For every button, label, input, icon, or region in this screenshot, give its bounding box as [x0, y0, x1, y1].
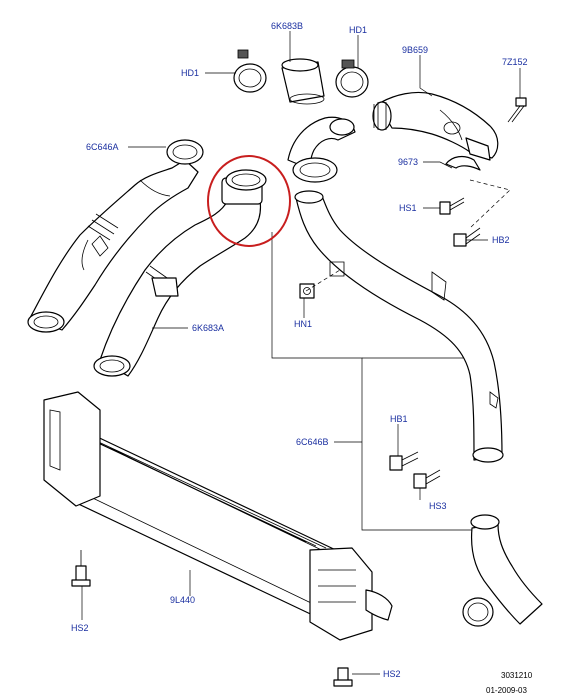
label-hd1-top: HD1 [349, 25, 367, 35]
label-9b659: 9B659 [402, 45, 428, 55]
bolt-hb2 [453, 227, 481, 247]
bolt-hs1 [439, 197, 465, 215]
connector-9b659 [372, 91, 499, 161]
bolt-hb1 [389, 451, 419, 471]
label-hb1: HB1 [390, 414, 408, 424]
drawing-number: 3031210 [501, 671, 533, 680]
intercooler-9l440 [43, 391, 393, 641]
highlight-circle [207, 155, 291, 247]
nut-hn1 [299, 283, 315, 299]
label-hd1-left: HD1 [181, 68, 199, 78]
connector-lines [271, 232, 478, 531]
label-9l440: 9L440 [170, 595, 195, 605]
clip-9673 [445, 155, 481, 171]
label-hs2-left: HS2 [71, 623, 89, 633]
hose-6c646a [27, 139, 204, 333]
label-6k683b: 6K683B [271, 21, 303, 31]
label-hn1: HN1 [294, 319, 312, 329]
pipe-6c646b [287, 116, 504, 463]
hose-6k683a [93, 169, 267, 377]
label-9673: 9673 [398, 157, 418, 167]
label-hs3: HS3 [429, 501, 447, 511]
clamp-hd1-left [233, 49, 267, 93]
drawing-date: 01-2009-03 [486, 686, 527, 695]
part-labels: HD1 6K683B HD1 9B659 7Z152 6C646A 9673 H… [71, 21, 533, 695]
label-6k683a: 6K683A [192, 323, 224, 333]
clamp-hd1-top [335, 59, 369, 98]
bolt-hs3 [413, 469, 441, 489]
bolt-7z152 [507, 97, 527, 123]
label-hs2-bottom: HS2 [383, 669, 401, 679]
label-hb2: HB2 [492, 235, 510, 245]
leader-lines [81, 31, 521, 675]
label-6c646b: 6C646B [296, 437, 329, 447]
bolt-hs2-left [71, 550, 91, 587]
sleeve-6k683b [281, 58, 325, 105]
hose-lower-elbow [462, 514, 543, 627]
label-hs1: HS1 [399, 203, 417, 213]
bolt-hs2-bottom [333, 667, 353, 687]
label-7z152: 7Z152 [502, 57, 528, 67]
label-6c646a: 6C646A [86, 142, 119, 152]
